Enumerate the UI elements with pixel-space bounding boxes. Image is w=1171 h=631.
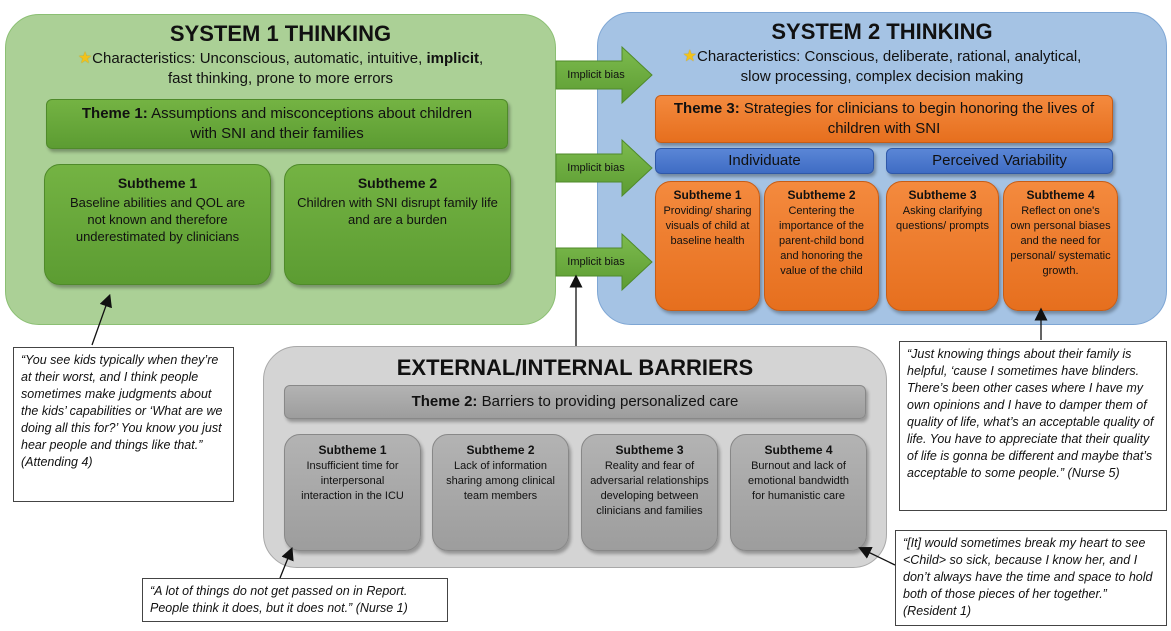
subtheme-title: Subtheme 4: [764, 443, 833, 457]
quote-nurse-5: “Just knowing things about their family …: [899, 341, 1167, 511]
subtheme-text: Children with SNI disrupt family life an…: [297, 195, 498, 227]
star-icon: ★: [77, 50, 93, 67]
theme3-box: Theme 3: Strategies for clinicians to be…: [655, 95, 1113, 143]
subtheme-text: Baseline abilities and QOL are not known…: [69, 195, 246, 244]
system2-subtheme-2: Subtheme 2 Centering the importance of t…: [764, 181, 879, 311]
quote-resident-1: “[It] would sometimes break my heart to …: [895, 530, 1167, 626]
barriers-subtheme-1: Subtheme 1 Insufficient time for interpe…: [284, 434, 421, 551]
system2-characteristics: ★Characteristics: Conscious, deliberate,…: [682, 48, 1082, 85]
arrow-label-3: Implicit bias: [567, 256, 625, 268]
subtheme-title: Subtheme 2: [787, 188, 856, 202]
subtheme-text: Reality and fear of adversarial relation…: [590, 460, 709, 517]
theme3-text: Strategies for clinicians to begin honor…: [743, 100, 1095, 137]
theme1-text: Assumptions and misconceptions about chi…: [151, 105, 473, 142]
theme2-box: Theme 2: Barriers to providing personali…: [284, 385, 866, 419]
barriers-subtheme-4: Subtheme 4 Burnout and lack of emotional…: [730, 434, 867, 551]
quote-text: “Just knowing things about their family …: [907, 347, 1154, 480]
system2-title: SYSTEM 2 THINKING: [771, 19, 993, 44]
category-perceived-variability: Perceived Variability: [886, 148, 1113, 174]
subtheme-text: Lack of information sharing among clinic…: [446, 460, 555, 502]
quote-source: (Nurse 5): [1067, 466, 1120, 480]
theme1-label: Theme 1:: [81, 105, 148, 122]
theme2-label: Theme 2:: [411, 393, 478, 410]
subtheme-title: Subtheme 1: [673, 188, 742, 202]
subtheme-title: Subtheme 1: [117, 175, 198, 191]
system1-title: SYSTEM 1 THINKING: [169, 21, 392, 46]
barriers-subtheme-3: Subtheme 3 Reality and fear of adversari…: [581, 434, 718, 551]
subtheme-text: Centering the importance of the parent-c…: [778, 205, 864, 277]
subtheme-text: Burnout and lack of emotional bandwidth …: [748, 460, 849, 502]
barriers-panel: EXTERNAL/INTERNAL BARRIERS Theme 2: Barr…: [263, 346, 887, 568]
subtheme-title: Subtheme 1: [318, 443, 387, 457]
barriers-subtheme-2: Subtheme 2 Lack of information sharing a…: [432, 434, 569, 551]
subtheme-title: Subtheme 2: [466, 443, 535, 457]
quote-text: “You see kids typically when they’re at …: [21, 353, 223, 452]
arrow-label-1: Implicit bias: [567, 69, 625, 81]
system1-panel: SYSTEM 1 THINKING ★Characteristics: Unco…: [5, 14, 556, 325]
subtheme-title: Subtheme 3: [615, 443, 684, 457]
subtheme-text: Reflect on one's own personal biases and…: [1010, 205, 1111, 277]
quote-source: (Nurse 1): [355, 601, 408, 615]
subtheme-title: Subtheme 3: [908, 188, 977, 202]
theme3-label: Theme 3:: [673, 100, 740, 117]
theme2-text: Barriers to providing personalized care: [481, 393, 739, 410]
quote-attending-4: “You see kids typically when they’re at …: [13, 347, 234, 502]
quote-nurse-1: “A lot of things do not get passed on in…: [142, 578, 448, 622]
system1-characteristics: ★Characteristics: Unconscious, automatic…: [77, 50, 484, 87]
system1-subtheme-1: Subtheme 1 Baseline abilities and QOL ar…: [44, 164, 271, 285]
subtheme-text: Providing/ sharing visuals of child at b…: [663, 205, 752, 247]
subtheme-text: Asking clarifying questions/ prompts: [896, 205, 989, 232]
arrow-label-2: Implicit bias: [567, 162, 625, 174]
subtheme-title: Subtheme 2: [357, 175, 438, 191]
barriers-title: EXTERNAL/INTERNAL BARRIERS: [396, 355, 754, 380]
system2-subtheme-4: Subtheme 4 Reflect on one's own personal…: [1003, 181, 1118, 311]
subtheme-text: Insufficient time for interpersonal inte…: [301, 460, 404, 502]
system2-subtheme-1: Subtheme 1 Providing/ sharing visuals of…: [655, 181, 760, 311]
quote-source: (Resident 1): [903, 604, 972, 618]
quote-text: “[It] would sometimes break my heart to …: [903, 536, 1153, 601]
system2-panel: SYSTEM 2 THINKING ★Characteristics: Cons…: [597, 12, 1167, 325]
subtheme-title: Subtheme 4: [1026, 188, 1095, 202]
quote-text: “A lot of things do not get passed on in…: [150, 584, 408, 615]
category-individuate: Individuate: [655, 148, 874, 174]
system1-subtheme-2: Subtheme 2 Children with SNI disrupt fam…: [284, 164, 511, 285]
star-icon: ★: [682, 48, 697, 65]
system2-subtheme-3: Subtheme 3 Asking clarifying questions/ …: [886, 181, 999, 311]
quote-source: (Attending 4): [21, 455, 93, 469]
theme1-box: Theme 1: Assumptions and misconceptions …: [46, 99, 508, 149]
